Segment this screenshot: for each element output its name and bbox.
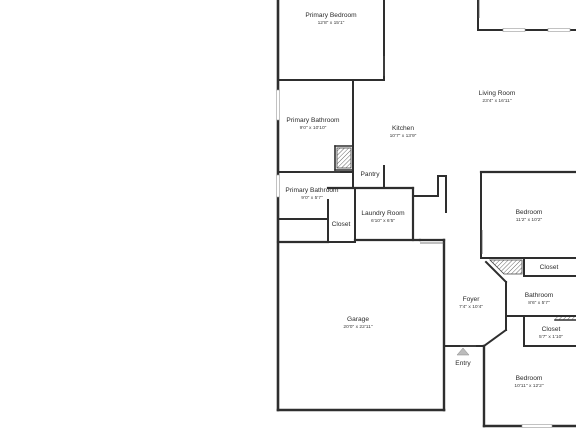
room-labels: Primary Bedroom 12'8" x 15'1" Living Roo… [285,12,563,389]
room-name-bedroom-1: Bedroom [516,209,543,216]
room-dims-bedroom-1: 11'2" x 10'2" [516,217,543,223]
room-dims-laundry-room: 6'10" x 6'5" [371,218,395,224]
room-name-kitchen: Kitchen [392,125,414,132]
room-name-entry: Entry [455,360,471,367]
room-dims-kitchen: 10'7" x 13'9" [390,133,417,139]
room-dims-bedroom-2: 10'11" x 12'2" [514,383,543,389]
room-dims-garage: 20'0" x 22'11" [343,324,372,330]
windows [276,28,571,428]
room-name-garage: Garage [347,316,369,323]
room-name-primary-bathroom-2: Primary Bathroom [285,187,339,194]
room-name-closet-bathroom: Closet [542,326,561,333]
room-name-laundry-room: Laundry Room [361,210,405,217]
room-name-bathroom: Bathroom [525,292,554,299]
room-dims-closet-bathroom: 5'7" x 1'10" [539,334,563,340]
hatched-areas [336,147,576,320]
room-name-primary-bedroom: Primary Bedroom [305,12,357,19]
room-dims-foyer: 7'4" x 10'4" [459,304,483,310]
room-dims-primary-bathroom-2: 9'0" x 5'7" [301,195,323,201]
room-name-foyer: Foyer [463,296,481,303]
door-lines [300,0,483,347]
room-dims-living-room: 23'4" x 16'11" [482,98,511,104]
room-dims-bathroom: 8'6" x 5'7" [528,300,550,306]
room-name-bedroom-2: Bedroom [516,375,543,382]
triangle-up-icon [456,347,470,356]
room-name-closet-laundry: Closet [332,221,351,228]
room-name-pantry: Pantry [360,171,380,178]
walls [276,0,576,428]
room-dims-primary-bathroom-1: 9'0" x 10'10" [300,125,327,131]
room-name-living-room: Living Room [479,90,516,97]
room-name-primary-bathroom-1: Primary Bathroom [286,117,340,124]
room-name-closet-bedroom-1: Closet [540,264,559,271]
room-dims-primary-bedroom: 12'8" x 15'1" [318,20,345,26]
